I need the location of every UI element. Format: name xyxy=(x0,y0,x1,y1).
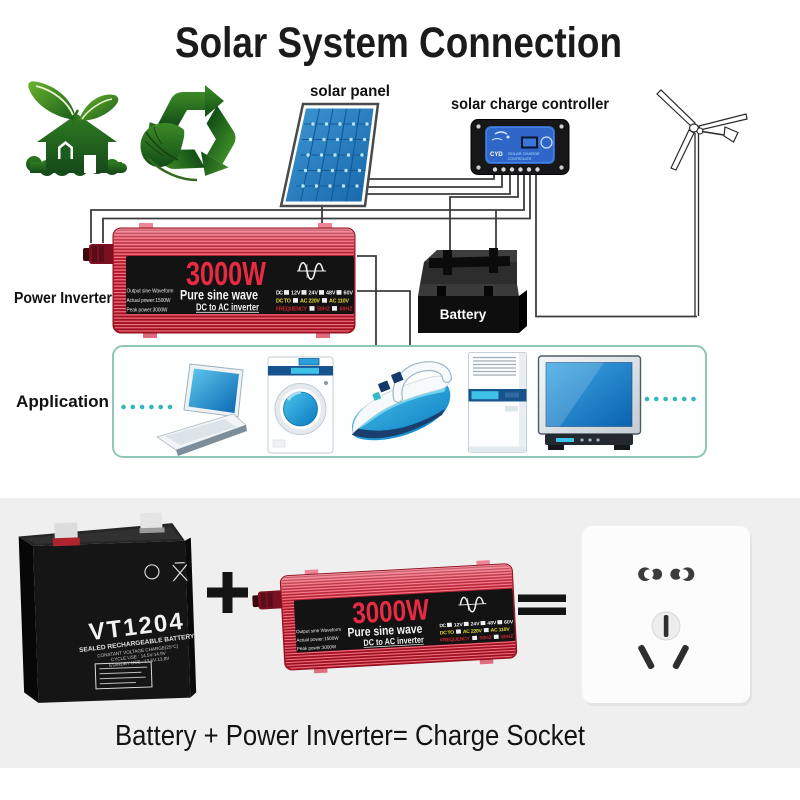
svg-text:CYD: CYD xyxy=(490,152,503,158)
svg-text:Power Inverter: Power Inverter xyxy=(14,290,112,307)
svg-text:CONTROLLER: CONTROLLER xyxy=(508,157,532,161)
svg-text:SOLAR CHARGE: SOLAR CHARGE xyxy=(508,151,540,156)
svg-text:CYCLE USE : 14.5V-14.9V: CYCLE USE : 14.5V-14.9V xyxy=(111,651,167,663)
svg-text:Application: Application xyxy=(16,392,109,411)
svg-text:solar panel: solar panel xyxy=(310,83,390,100)
svg-text:Battery: Battery xyxy=(440,307,487,322)
svg-text:Battery + Power Inverter= Char: Battery + Power Inverter= Charge Socket xyxy=(115,720,585,752)
svg-text:Solar System Connection: Solar System Connection xyxy=(175,19,622,67)
svg-text:solar charge controller: solar charge controller xyxy=(451,96,609,113)
